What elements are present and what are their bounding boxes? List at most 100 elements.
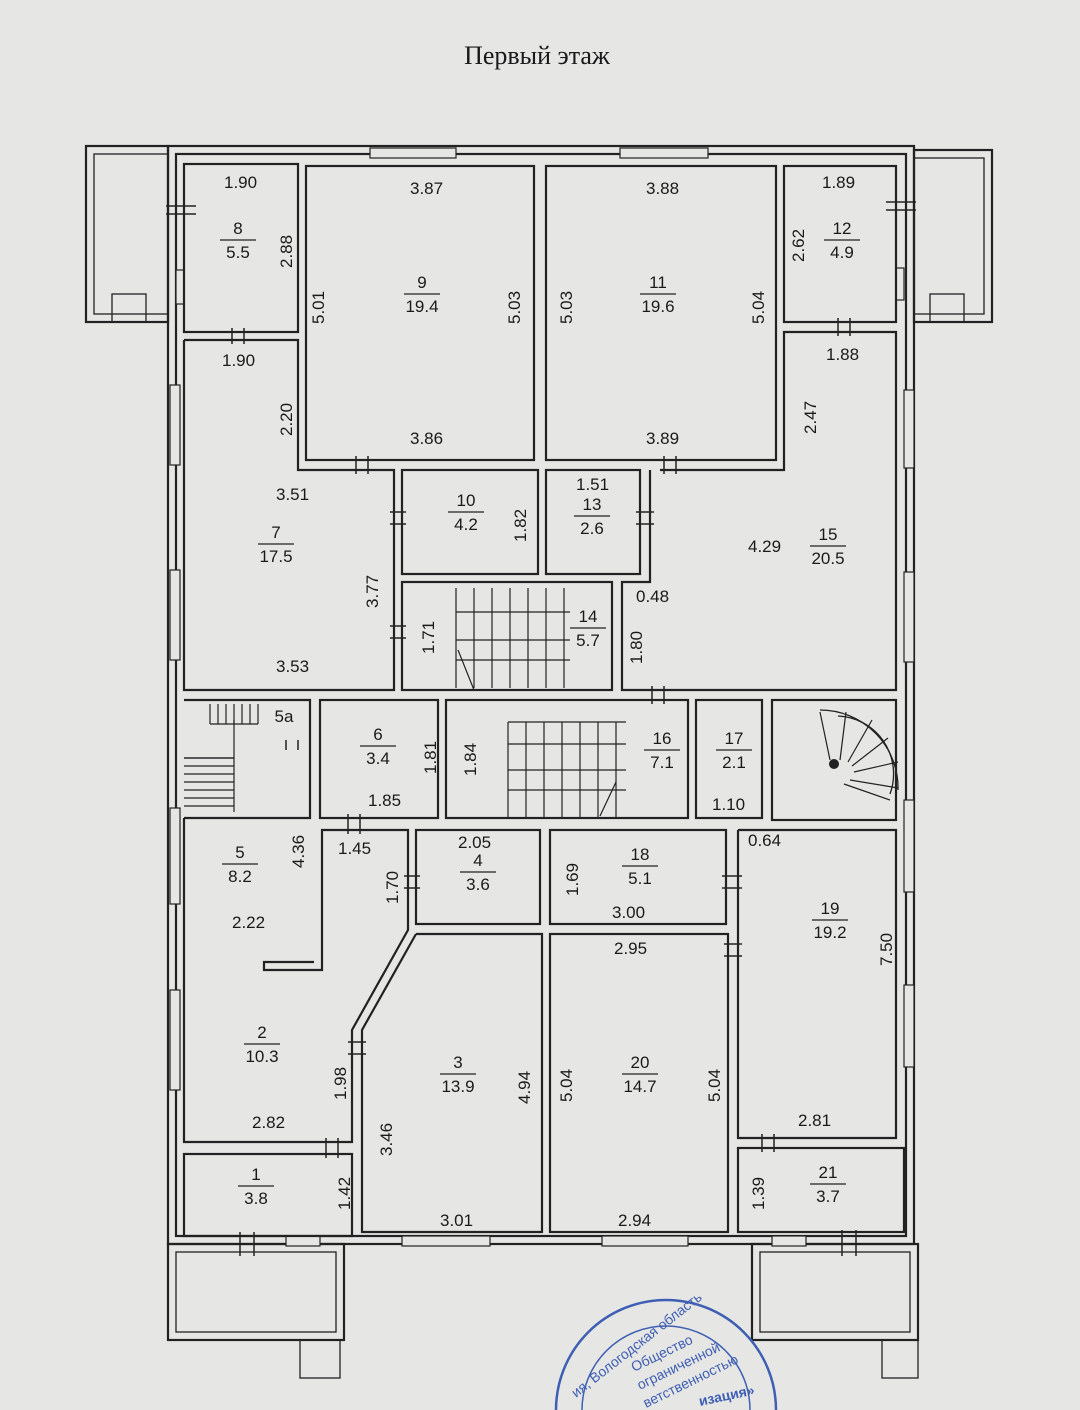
dim-r8-bot: 1.90 xyxy=(222,351,255,370)
room-label: 185.1 xyxy=(622,845,658,888)
room-number: 3 xyxy=(453,1053,462,1072)
dim-r6-side: 1.81 xyxy=(421,741,440,774)
dim-r20-bot: 2.94 xyxy=(618,1211,651,1230)
dim-r3-bot: 3.01 xyxy=(440,1211,473,1230)
room-number: 8 xyxy=(233,219,242,238)
room-number: 5а xyxy=(275,707,294,726)
room-number: 4 xyxy=(473,851,482,870)
room-label: 210.3 xyxy=(244,1023,280,1066)
room-number: 18 xyxy=(631,845,650,864)
room-area: 19.6 xyxy=(641,297,674,316)
room-label: 919.4 xyxy=(404,273,440,316)
dim-r12-bot: 1.88 xyxy=(826,345,859,364)
dim-r9-top: 3.87 xyxy=(410,179,443,198)
dim-r5-side: 4.36 xyxy=(289,835,308,868)
room-label: 167.1 xyxy=(644,729,680,772)
dim-r9-right: 5.03 xyxy=(505,291,524,324)
room-number: 2 xyxy=(257,1023,266,1042)
room-label: 5а xyxy=(275,707,294,726)
room-area: 4.9 xyxy=(830,243,854,262)
stamp-line-5: изация» xyxy=(697,1382,756,1409)
room-number: 21 xyxy=(819,1163,838,1182)
room-label: 13.8 xyxy=(238,1165,274,1208)
dim-r20-top: 2.95 xyxy=(614,939,647,958)
room-label: 124.9 xyxy=(824,219,860,262)
room-area: 20.5 xyxy=(811,549,844,568)
dim-r11-top: 3.88 xyxy=(646,179,679,198)
company-stamp: ия, Вологодская область Общество огранич… xyxy=(554,1289,778,1410)
room-label: 58.2 xyxy=(222,843,258,886)
dim-r19-side: 7.50 xyxy=(877,933,896,966)
dim-r7-a: 2.20 xyxy=(277,403,296,436)
room-number: 16 xyxy=(653,729,672,748)
dim-r9-bot: 3.86 xyxy=(410,429,443,448)
dim-r16-side: 1.84 xyxy=(461,743,480,776)
dimension-labels: 1.90 2.88 1.90 3.87 5.01 5.03 3.86 3.88 … xyxy=(222,173,896,1230)
room-number: 5 xyxy=(235,843,244,862)
room-label: 145.7 xyxy=(570,607,606,650)
room-label: 85.5 xyxy=(220,219,256,262)
stair-arrow xyxy=(457,649,475,691)
room-area: 14.7 xyxy=(623,1077,656,1096)
room-label: 11 19.6 xyxy=(640,273,676,316)
room-area: 5.1 xyxy=(628,869,652,888)
room-area: 19.4 xyxy=(405,297,438,316)
room-area: 3.8 xyxy=(244,1189,268,1208)
room-area: 7.1 xyxy=(650,753,674,772)
room-area: 2.1 xyxy=(722,753,746,772)
room-number: 14 xyxy=(579,607,598,626)
dim-r3-right: 4.94 xyxy=(515,1071,534,1104)
dim-r12-top: 1.89 xyxy=(822,173,855,192)
room-number: 12 xyxy=(833,219,852,238)
room-number: 17 xyxy=(725,729,744,748)
interior-walls xyxy=(182,162,906,1238)
dim-r12-side: 2.62 xyxy=(789,229,808,262)
room-label: 213.7 xyxy=(810,1163,846,1206)
room-area: 4.2 xyxy=(454,515,478,534)
room-area: 5.7 xyxy=(576,631,600,650)
dim-r2-bot: 2.82 xyxy=(252,1113,285,1132)
dim-r11-bot: 3.89 xyxy=(646,429,679,448)
dim-r7-d: 3.53 xyxy=(276,657,309,676)
dim-r10-side: 1.82 xyxy=(511,509,530,542)
room-area: 8.2 xyxy=(228,867,252,886)
dim-r14-side: 1.71 xyxy=(419,621,438,654)
windows xyxy=(169,147,915,1247)
dim-r8-top: 1.90 xyxy=(224,173,257,192)
room-number: 9 xyxy=(417,273,426,292)
room-area: 17.5 xyxy=(259,547,292,566)
dim-r1-side: 1.42 xyxy=(335,1177,354,1210)
stair-arrow xyxy=(599,781,617,817)
dim-r3-left: 3.46 xyxy=(377,1123,396,1156)
room-area: 2.6 xyxy=(580,519,604,538)
dim-r9-left: 5.01 xyxy=(309,291,328,324)
dim-r15-b: 4.29 xyxy=(748,537,781,556)
dim-r20-right: 5.04 xyxy=(705,1069,724,1102)
dim-r17-bot: 1.10 xyxy=(712,795,745,814)
spiral-staircase xyxy=(819,709,899,801)
room-area: 3.7 xyxy=(816,1187,840,1206)
dim-r15-c: 0.48 xyxy=(636,587,669,606)
room-number: 11 xyxy=(649,273,667,292)
plan-title: Первый этаж xyxy=(464,41,611,70)
dim-r18-bot: 3.00 xyxy=(612,903,645,922)
room-area: 3.6 xyxy=(466,875,490,894)
dim-r4-side: 1.70 xyxy=(383,871,402,904)
room-number: 10 xyxy=(457,491,476,510)
dim-r8-side: 2.88 xyxy=(277,235,296,268)
exterior-walls xyxy=(84,144,994,1379)
room-number: 6 xyxy=(373,725,382,744)
dim-r13-top: 1.51 xyxy=(576,475,609,494)
dim-r4-top: 2.05 xyxy=(458,833,491,852)
staircases xyxy=(184,588,626,818)
door-marks xyxy=(166,201,916,1256)
room-number: 13 xyxy=(583,495,602,514)
dim-r15-d: 1.80 xyxy=(627,631,646,664)
room-label: 63.4 xyxy=(360,725,396,768)
